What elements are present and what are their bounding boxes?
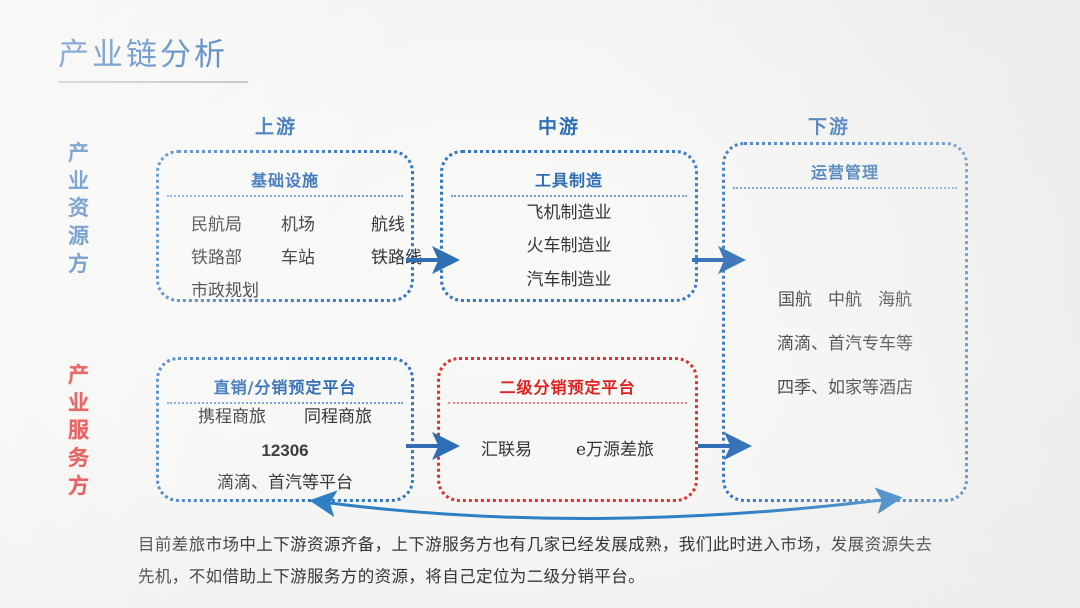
box-infrastructure-title: 基础设施 — [250, 171, 319, 190]
box-infrastructure[interactable]: 基础设施 民航局 机场 航线 铁路部 车站 铁路线 市政规划 — [156, 150, 422, 302]
caption-line-1: 目前差旅市场中上下游资源齐备，上下游服务方也有几家已经发展成熟，我们此时进入市场… — [138, 535, 933, 554]
box-cell: 滴滴、首汽专车等 — [777, 333, 913, 354]
caption: 目前差旅市场中上下游资源齐备，上下游服务方也有几家已经发展成熟，我们此时进入市场… — [138, 529, 988, 593]
box-direct-distribution-platform-title: 直销/分销预定平台 — [213, 378, 357, 397]
box-secondary-distribution-platform-divider — [448, 402, 687, 404]
box-cell: 中航 — [828, 289, 862, 310]
box-infrastructure-body: 民航局 机场 航线 铁路部 车站 铁路线 市政规划 — [169, 203, 422, 301]
box-row: 滴滴、首汽等平台 — [169, 467, 401, 500]
column-header-midstream: 中游 — [538, 116, 581, 138]
box-infrastructure-divider — [167, 195, 403, 197]
box-cell: 机场 — [281, 215, 315, 235]
side-label-industry-resource: 产业资源方 — [68, 141, 90, 276]
box-cell: 汇联易 — [480, 439, 532, 460]
box-cell: 市政规划 — [191, 281, 259, 302]
title-underline — [58, 81, 248, 84]
box-secondary-distribution-platform-title: 二级分销预定平台 — [499, 378, 636, 397]
box-tool-manufacturing[interactable]: 工具制造 飞机制造业 火车制造业 汽车制造业 — [440, 150, 698, 302]
title-block: 产业链分析 — [58, 37, 388, 84]
box-tool-manufacturing-body: 飞机制造业 火车制造业 汽车制造业 — [453, 203, 685, 291]
box-cell: 铁路部 — [191, 248, 242, 269]
side-label-industry-service: 产业服务方 — [68, 363, 90, 498]
caption-line-2: 先机，不如借助上下游服务方的资源，将自己定位为二级分销平台。 — [138, 567, 645, 587]
box-cell: 滴滴、首汽等平台 — [217, 473, 353, 494]
box-cell: 火车制造业 — [526, 236, 612, 257]
column-header-downstream: 下游 — [808, 116, 851, 138]
box-secondary-distribution-platform[interactable]: 二级分销预定平台 汇联易 e万源差旅 — [437, 357, 698, 502]
box-row: 12306 — [169, 434, 401, 467]
box-direct-distribution-platform[interactable]: 直销/分销预定平台 携程商旅 同程商旅 12306 滴滴、首汽等平台 — [156, 357, 414, 502]
box-operation-management-divider — [733, 187, 957, 189]
box-operation-management[interactable]: 运营管理 国航 中航 海航 滴滴、首汽专车等 四季、如家等酒店 — [722, 142, 968, 502]
box-row: 火车制造业 — [453, 230, 685, 263]
box-row: 汽车制造业 — [453, 264, 685, 297]
box-row: 民航局 机场 航线 — [169, 209, 405, 242]
box-cell: e万源差旅 — [575, 439, 655, 460]
box-row: 汇联易 e万源差旅 — [450, 434, 685, 467]
box-row: 四季、如家等酒店 — [735, 366, 955, 410]
box-cell: 汽车制造业 — [526, 269, 612, 290]
box-row: 铁路部 车站 铁路线 — [169, 242, 422, 275]
box-tool-manufacturing-title: 工具制造 — [534, 171, 603, 190]
box-row: 飞机制造业 — [453, 197, 685, 230]
box-cell: 国航 — [778, 289, 812, 310]
box-operation-management-title: 运营管理 — [810, 163, 879, 182]
box-row: 国航 中航 海航 — [735, 278, 955, 322]
column-header-upstream: 上游 — [255, 116, 298, 138]
box-cell: 四季、如家等酒店 — [777, 378, 913, 399]
box-cell: 车站 — [281, 248, 315, 269]
box-row: 携程商旅 同程商旅 — [169, 401, 401, 434]
box-cell: 12306 — [261, 440, 309, 460]
box-row: 市政规划 — [169, 275, 401, 308]
box-direct-distribution-platform-body: 携程商旅 同程商旅 12306 滴滴、首汽等平台 — [169, 407, 401, 493]
box-cell: 携程商旅 — [198, 406, 266, 427]
page-title: 产业链分析 — [58, 37, 228, 73]
box-row: 滴滴、首汽专车等 — [735, 322, 955, 366]
box-cell: 海航 — [878, 289, 912, 310]
box-cell: 飞机制造业 — [526, 203, 612, 224]
box-cell: 民航局 — [191, 215, 242, 235]
box-operation-management-body: 国航 中航 海航 滴滴、首汽专车等 四季、如家等酒店 — [735, 197, 955, 491]
box-secondary-distribution-platform-body: 汇联易 e万源差旅 — [450, 410, 685, 491]
box-cell: 同程商旅 — [304, 406, 372, 427]
